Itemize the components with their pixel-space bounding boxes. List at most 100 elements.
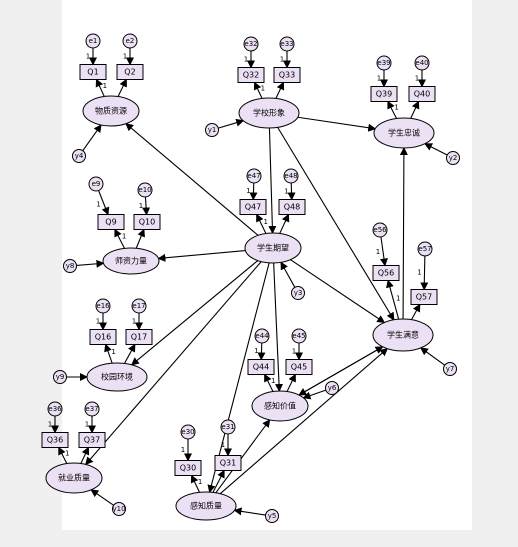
error-label: e16 [96, 302, 110, 310]
indicator-label: Q33 [279, 71, 295, 80]
loading-label: 1 [85, 420, 89, 428]
indicator-label: Q32 [243, 71, 259, 80]
observed-indicator [372, 265, 400, 281]
latent-student-expectation [244, 232, 302, 264]
error-path [257, 342, 266, 361]
latent-employment-quality [45, 462, 103, 494]
observed-indicator [410, 289, 438, 305]
latent-student-satisfaction [372, 318, 434, 352]
structural-path [207, 262, 270, 494]
indicator-label: Q2 [124, 68, 135, 77]
latent-faculty-strength [102, 247, 160, 275]
observed-indicator [174, 460, 202, 476]
loading-label: 1 [123, 52, 127, 60]
loading-label: 1 [396, 295, 400, 303]
indicator-label: Q36 [47, 436, 63, 445]
disturbance-path [424, 143, 448, 156]
latent-label: 师资力量 [115, 256, 147, 266]
error-label: e57 [418, 245, 431, 253]
observed-indicator [237, 67, 265, 83]
indicator-label: Q56 [378, 269, 394, 278]
indicator-label: Q47 [245, 203, 261, 212]
observed-indicator [239, 199, 267, 215]
observed-indicator [125, 329, 153, 345]
error-term [122, 33, 138, 49]
latent-label: 感知质量 [190, 501, 222, 511]
indicator-label: Q40 [414, 90, 430, 99]
loading-label: 1 [198, 478, 202, 486]
error-term [279, 36, 295, 52]
error-label: e10 [138, 186, 151, 194]
observed-indicator [278, 199, 306, 215]
loading-label: 1 [377, 74, 381, 82]
loading-path [117, 78, 127, 97]
disturbance-label: y3 [294, 289, 303, 297]
error-term [283, 168, 299, 184]
error-label: e33 [280, 40, 293, 48]
error-label: e2 [126, 37, 135, 45]
latent-label: 学生忠诚 [388, 128, 420, 138]
disturbance-path [218, 118, 245, 129]
error-label: e47 [247, 172, 260, 180]
loading-label: 1 [254, 347, 258, 355]
error-label: e48 [284, 172, 297, 180]
latent-material-resources [82, 95, 140, 127]
loading-path [286, 373, 296, 392]
observed-indicator [285, 359, 313, 375]
error-term [220, 419, 236, 435]
indicator-label: Q1 [87, 68, 98, 77]
loading-label: 1 [86, 52, 90, 60]
error-label: e30 [181, 428, 194, 436]
loading-label: 1 [246, 187, 250, 195]
disturbance-term [63, 259, 77, 273]
indicator-label: Q16 [95, 333, 111, 342]
loading-path [135, 228, 145, 249]
error-label: e1 [89, 37, 98, 45]
loading-path [275, 81, 285, 99]
disturbance-term [265, 509, 279, 523]
loading-label: 1 [122, 233, 126, 241]
disturbance-path [82, 124, 102, 152]
error-label: e45 [292, 332, 305, 340]
disturbance-label: y9 [56, 373, 65, 381]
observed-indicator [408, 86, 436, 102]
observed-indicator [214, 455, 242, 471]
error-term [95, 298, 111, 314]
observed-indicator [247, 359, 275, 375]
error-term [254, 328, 270, 344]
error-term [88, 176, 104, 192]
disturbance-label: y6 [328, 384, 337, 392]
structural-path [157, 249, 246, 262]
disturbance-term [446, 151, 460, 165]
disturbance-term [112, 502, 126, 516]
error-term [131, 298, 147, 314]
error-term [84, 401, 100, 417]
error-term [246, 168, 262, 184]
error-path [420, 255, 429, 291]
indicator-label: Q31 [220, 459, 236, 468]
error-path [249, 182, 258, 201]
loading-path [386, 279, 400, 320]
loading-path [253, 81, 263, 99]
error-path [98, 190, 110, 216]
observed-indicator [273, 67, 301, 83]
latent-school-image [238, 97, 300, 129]
error-term [414, 55, 430, 71]
loading-path [80, 446, 90, 464]
loading-path [114, 228, 126, 249]
loading-label: 1 [394, 104, 398, 112]
loading-path [104, 343, 113, 364]
error-label: e31 [221, 423, 234, 431]
loading-label: 1 [96, 200, 100, 208]
loading-path [256, 213, 267, 234]
disturbance-term [325, 381, 339, 395]
loading-label: 1 [264, 218, 268, 226]
loading-label: 1 [65, 449, 69, 457]
latent-student-loyalty [373, 117, 435, 149]
disturbance-path [302, 389, 327, 400]
loading-path [95, 78, 105, 97]
loading-label: 1 [96, 317, 100, 325]
latent-label: 感知价值 [264, 401, 296, 411]
structural-path [290, 259, 386, 324]
latent-label: 学生满意 [387, 330, 419, 340]
